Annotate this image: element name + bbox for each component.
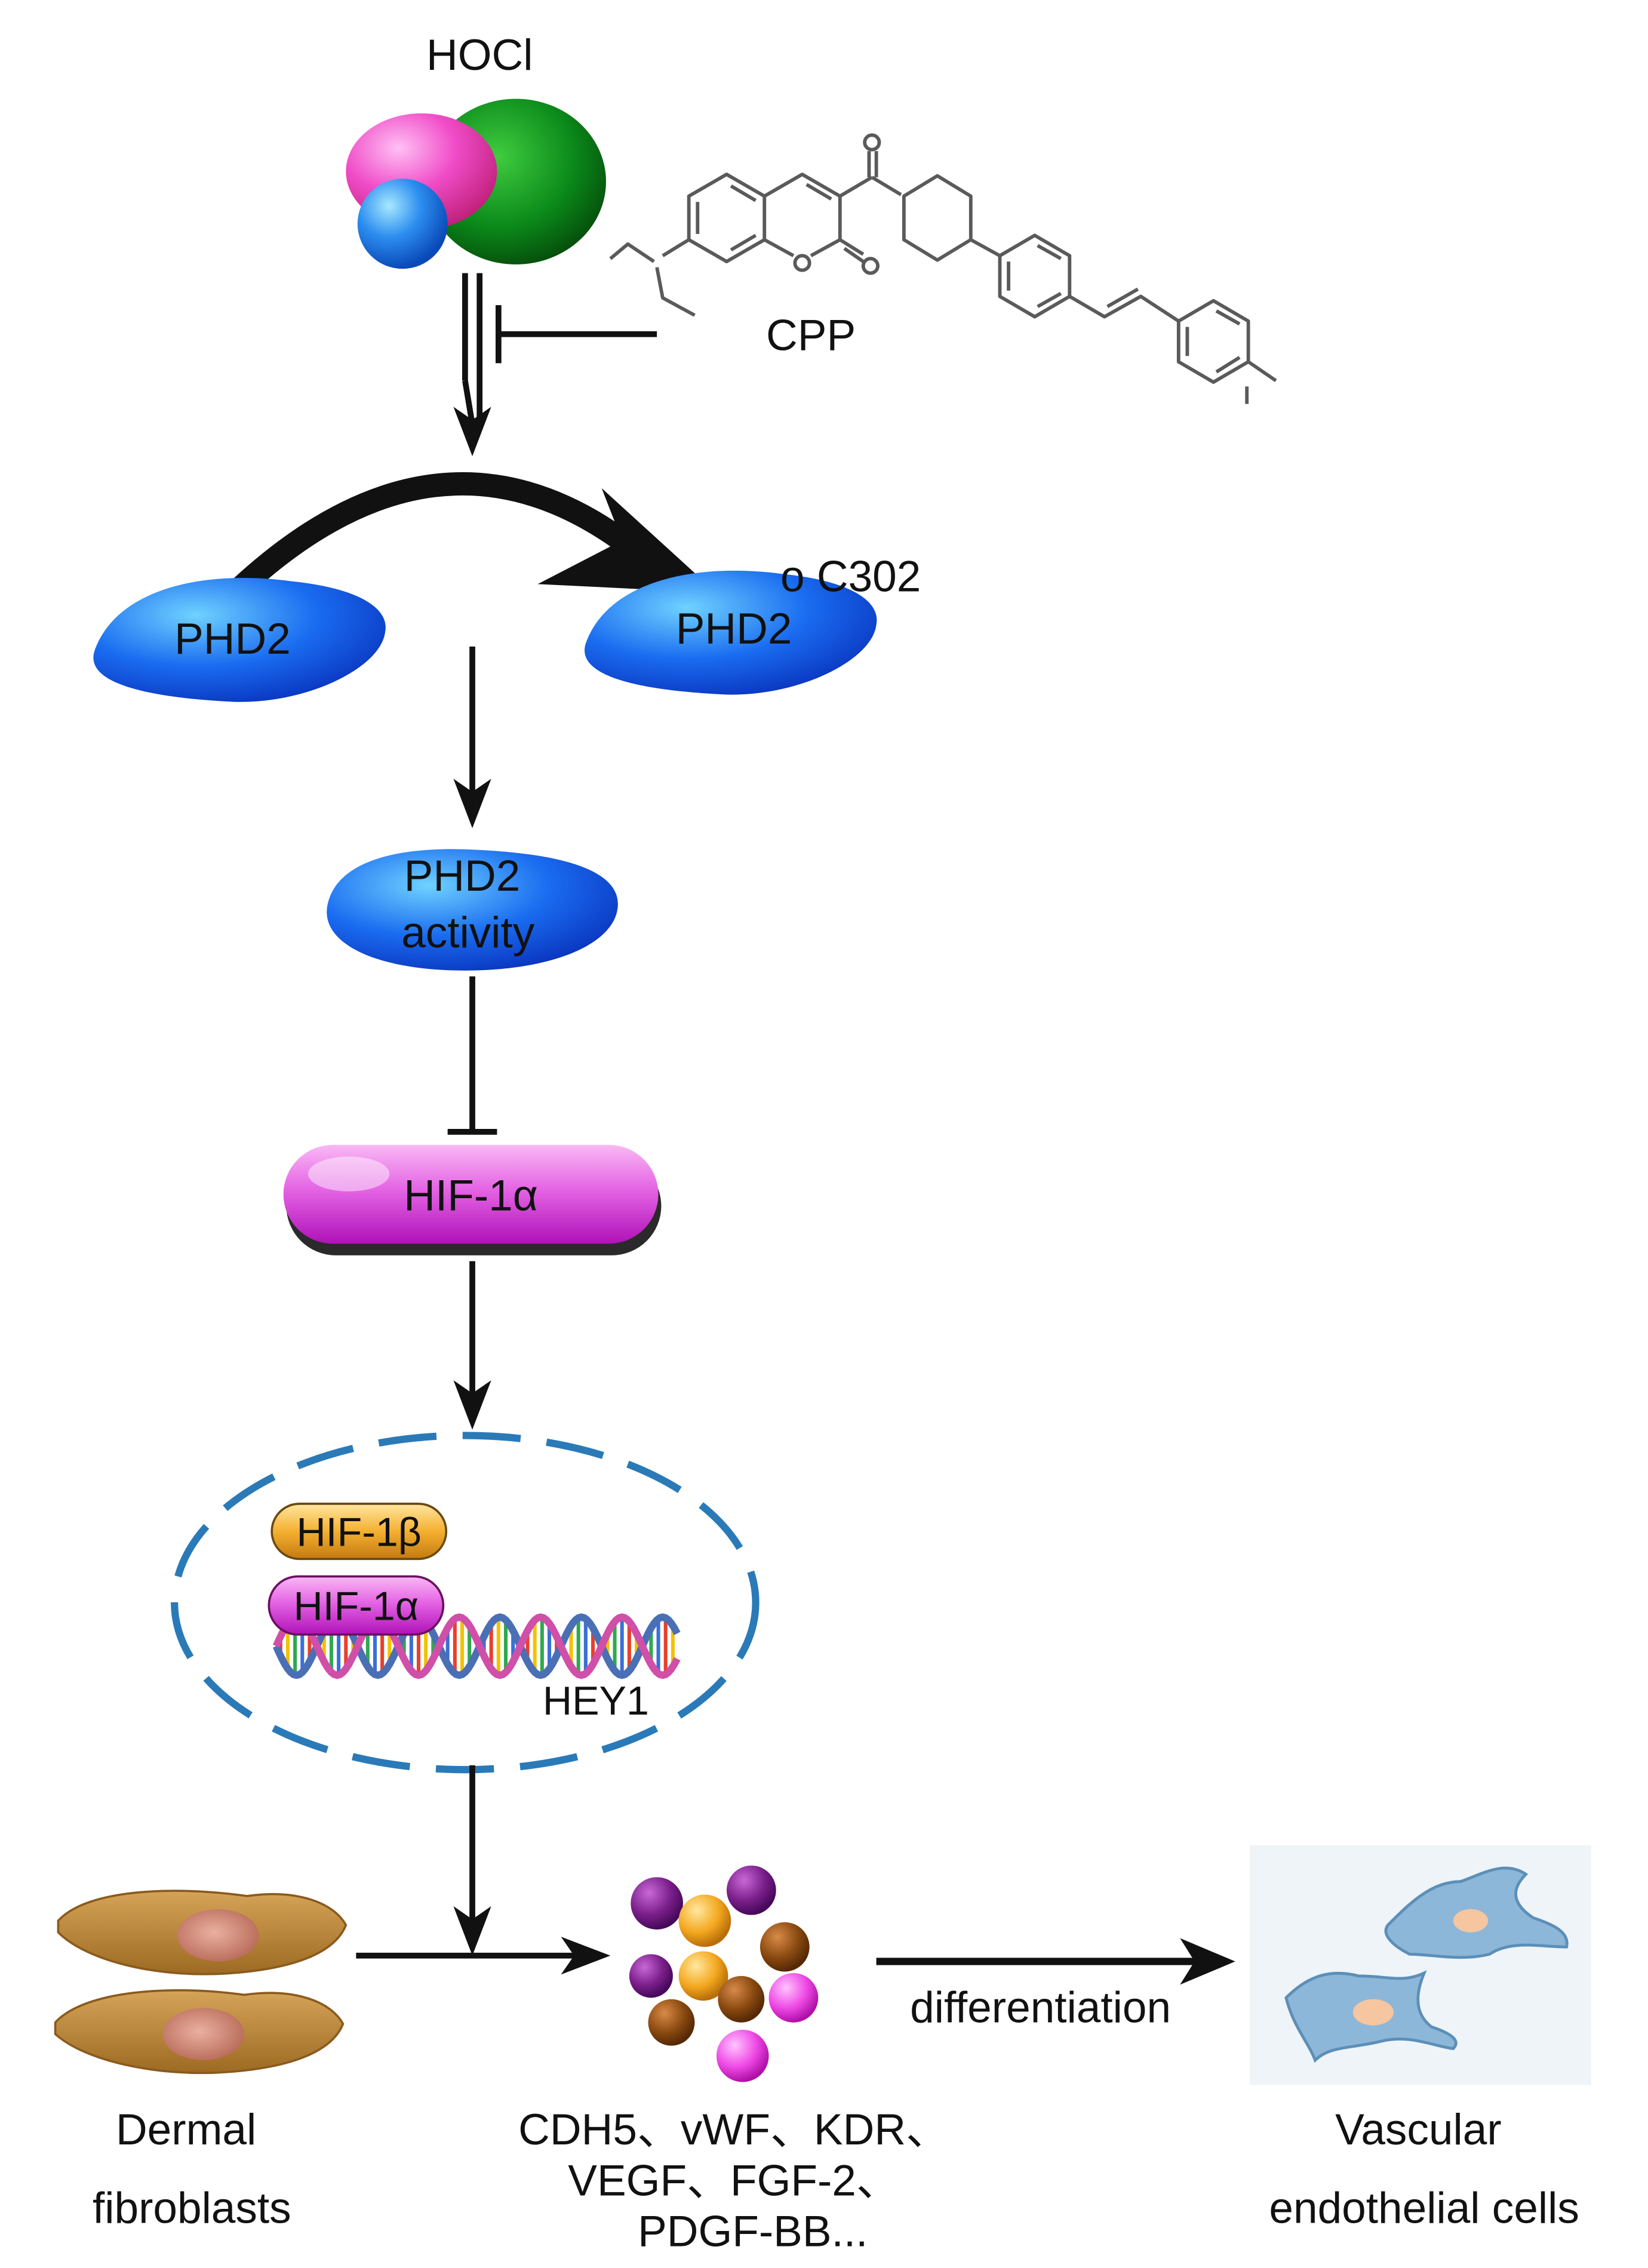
factor-sphere	[648, 1999, 695, 2046]
endothelial-cell	[1384, 1866, 1569, 1959]
hocl-label: HOCl	[426, 31, 533, 79]
phd2-activity-line2: activity	[401, 909, 535, 957]
factor-sphere	[631, 1877, 683, 1930]
phd2-activity-node: PHD2 activity	[327, 849, 618, 971]
dna-strand-pink	[272, 1613, 681, 1679]
phd2-blob-shape	[93, 578, 386, 702]
hif1a-node: HIF-1α	[283, 1144, 662, 1255]
markers-line2: VEGF、FGF-2、	[568, 2156, 900, 2205]
hif1b-pill: HIF-1β	[270, 1503, 448, 1561]
phd2-oxidation-curved-arrow	[232, 472, 717, 597]
hif1a-nuclear-label: HIF-1α	[293, 1584, 419, 1629]
factor-sphere	[678, 1894, 731, 1947]
phd2-oxidized-blob-shape	[585, 570, 877, 695]
factor-sphere	[629, 1954, 673, 1998]
markers-line3: PDGF-BB...	[638, 2207, 868, 2255]
nucleus-region: HIF-1β HIF-1α HEY1	[171, 1432, 760, 1774]
phd2-reduced-label: PHD2	[174, 615, 291, 663]
phd2-inhibits-hif1a-bar	[447, 976, 497, 1135]
hif1a-label: HIF-1α	[404, 1171, 538, 1220]
dermal-label: Dermal	[116, 2106, 256, 2154]
endothelial-cells-label: endothelial cells	[1269, 2184, 1579, 2233]
phd2-activity-line1: PHD2	[404, 852, 521, 900]
factor-sphere	[716, 2029, 769, 2082]
arrow-to-phd2-activity	[453, 646, 491, 829]
c302-modification-label: o C302	[780, 553, 921, 601]
factor-sphere	[678, 1951, 728, 2001]
factor-spheres-icon	[629, 1865, 819, 2082]
cpp-label: CPP	[766, 312, 856, 360]
cpp-structure-diagram	[609, 133, 1277, 404]
vascular-label: Vascular	[1335, 2106, 1502, 2154]
differentiation-label: differentiation	[910, 1984, 1171, 2032]
markers-line1: CDH5、vWF、KDR、	[518, 2106, 949, 2154]
hif1a-nuclear-pill: HIF-1α	[268, 1575, 445, 1636]
phd2-reduced-node: PHD2	[93, 578, 386, 702]
hey1-gene-label: HEY1	[543, 1678, 649, 1724]
hocl-oxidation-arrow	[453, 273, 491, 457]
hif1b-label: HIF-1β	[296, 1509, 422, 1555]
phd2-oxidized-label: PHD2	[676, 605, 792, 653]
factor-sphere	[760, 1922, 810, 1972]
factor-sphere	[768, 1972, 819, 2023]
arrow-to-nucleus	[453, 1261, 491, 1430]
fibroblast-cell	[57, 1890, 348, 1975]
endothelial-cells-icon	[1250, 1845, 1591, 2085]
phd2-oxidized-node: PHD2 o C302	[585, 553, 921, 695]
cpp-inhibition-bar	[495, 305, 657, 364]
arrow-to-induction	[453, 1765, 491, 1956]
endothelial-cell	[1284, 1970, 1458, 2063]
nucleus-dashed-border	[171, 1432, 760, 1774]
differentiation-arrow	[876, 1938, 1235, 1985]
factor-sphere	[718, 1975, 765, 2023]
hocl-molecule-icon	[346, 99, 606, 269]
phd2-activity-blob-shape	[327, 849, 618, 971]
dermal-fibroblast-cells-icon	[54, 1890, 348, 2075]
fibroblast-to-markers-arrow	[356, 1937, 611, 1975]
factor-sphere	[726, 1865, 776, 1915]
fibroblast-cell	[54, 1989, 345, 2075]
fibroblasts-label: fibroblasts	[93, 2184, 291, 2233]
